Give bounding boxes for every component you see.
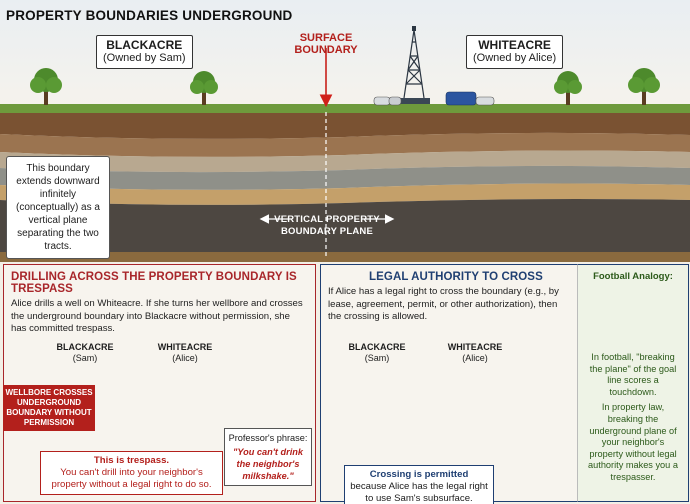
mid-blackacre-label: BLACKACRE (Sam)	[342, 342, 412, 364]
boundary-side-note: This boundary extends downward infinitel…	[6, 156, 110, 259]
legal-authority-panel: LEGAL AUTHORITY TO CROSS If Alice has a …	[320, 264, 577, 502]
soil-layers	[0, 113, 690, 262]
surface-boundary-label: SURFACE BOUNDARY	[294, 32, 358, 56]
mid-blackacre-owner: (Sam)	[364, 353, 390, 363]
whiteacre-owner: (Owned by Alice)	[473, 52, 557, 64]
mid-whiteacre-owner: (Alice)	[462, 353, 488, 363]
crossing-permitted-box: Crossing is permitted because Alice has …	[344, 465, 494, 504]
tree-icon	[190, 71, 218, 105]
vertical-plane-label: VERTICAL PROPERTY BOUNDARY PLANE	[252, 214, 402, 238]
trespass-title: This is trespass.	[93, 455, 170, 466]
vertical-plane-label-line2: BOUNDARY PLANE	[280, 226, 373, 237]
tree-icon	[554, 71, 582, 105]
football-analogy-title: Football Analogy:	[593, 271, 673, 282]
left-whiteacre-name: WHITEACRE	[157, 342, 213, 352]
vertical-plane-label-line1: VERTICAL PROPERTY	[274, 214, 380, 225]
page-title: PROPERTY BOUNDARIES UNDERGROUND	[6, 8, 293, 23]
mid-whiteacre-name: WHITEACRE	[447, 342, 503, 352]
crossing-permitted-title: Crossing is permitted	[369, 469, 469, 480]
surface-grass	[0, 104, 690, 113]
tree-icon	[628, 68, 660, 105]
tree-icon	[30, 68, 62, 105]
trespass-heading: DRILLING ACROSS THE PROPERTY BOUNDARY IS…	[11, 271, 297, 295]
blackacre-label: BLACKACRE (Owned by Sam)	[96, 35, 193, 69]
mid-blackacre-name: BLACKACRE	[348, 342, 406, 352]
trespass-box: This is trespass. You can't drill into y…	[40, 451, 223, 495]
mid-whiteacre-label: WHITEACRE (Alice)	[440, 342, 510, 364]
storage-tank-icon	[373, 91, 495, 106]
legal-authority-heading: LEGAL AUTHORITY TO CROSS	[369, 271, 543, 283]
left-blackacre-owner: (Sam)	[72, 353, 98, 363]
football-analogy-panel: Football Analogy: In football, "breaking…	[577, 264, 689, 502]
legal-authority-description: If Alice has a legal right to cross the …	[328, 286, 559, 322]
professor-phrase-box: Professor's phrase: "You can't drink the…	[224, 428, 312, 486]
trespass-text: You can't drill into your neighbor's pro…	[51, 467, 212, 490]
blackacre-name: BLACKACRE	[106, 38, 183, 52]
whiteacre-label: WHITEACRE (Owned by Alice)	[466, 35, 564, 69]
crossing-permitted-text: because Alice has the legal right to use…	[350, 481, 488, 504]
football-image-spacer	[578, 282, 688, 348]
football-analogy-text-1: In football, "breaking the plane" of the…	[589, 352, 677, 397]
blackacre-owner: (Owned by Sam)	[103, 52, 186, 64]
professor-quote: "You can't drink the neighbor's milkshak…	[232, 447, 303, 481]
left-whiteacre-label: WHITEACRE (Alice)	[150, 342, 220, 364]
whiteacre-name: WHITEACRE	[478, 38, 551, 52]
left-blackacre-label: BLACKACRE (Sam)	[50, 342, 120, 364]
left-whiteacre-owner: (Alice)	[172, 353, 198, 363]
left-blackacre-name: BLACKACRE	[56, 342, 114, 352]
football-analogy-text-2: In property law, breaking the undergroun…	[588, 402, 678, 482]
professor-phrase-label: Professor's phrase:	[228, 433, 308, 443]
trespass-description: Alice drills a well on Whiteacre. If she…	[11, 298, 303, 334]
wellbore-crosses-callout: WELLBORE CROSSES UNDERGROUND BOUNDARY WI…	[3, 385, 95, 431]
drilling-rig-icon	[398, 26, 430, 104]
